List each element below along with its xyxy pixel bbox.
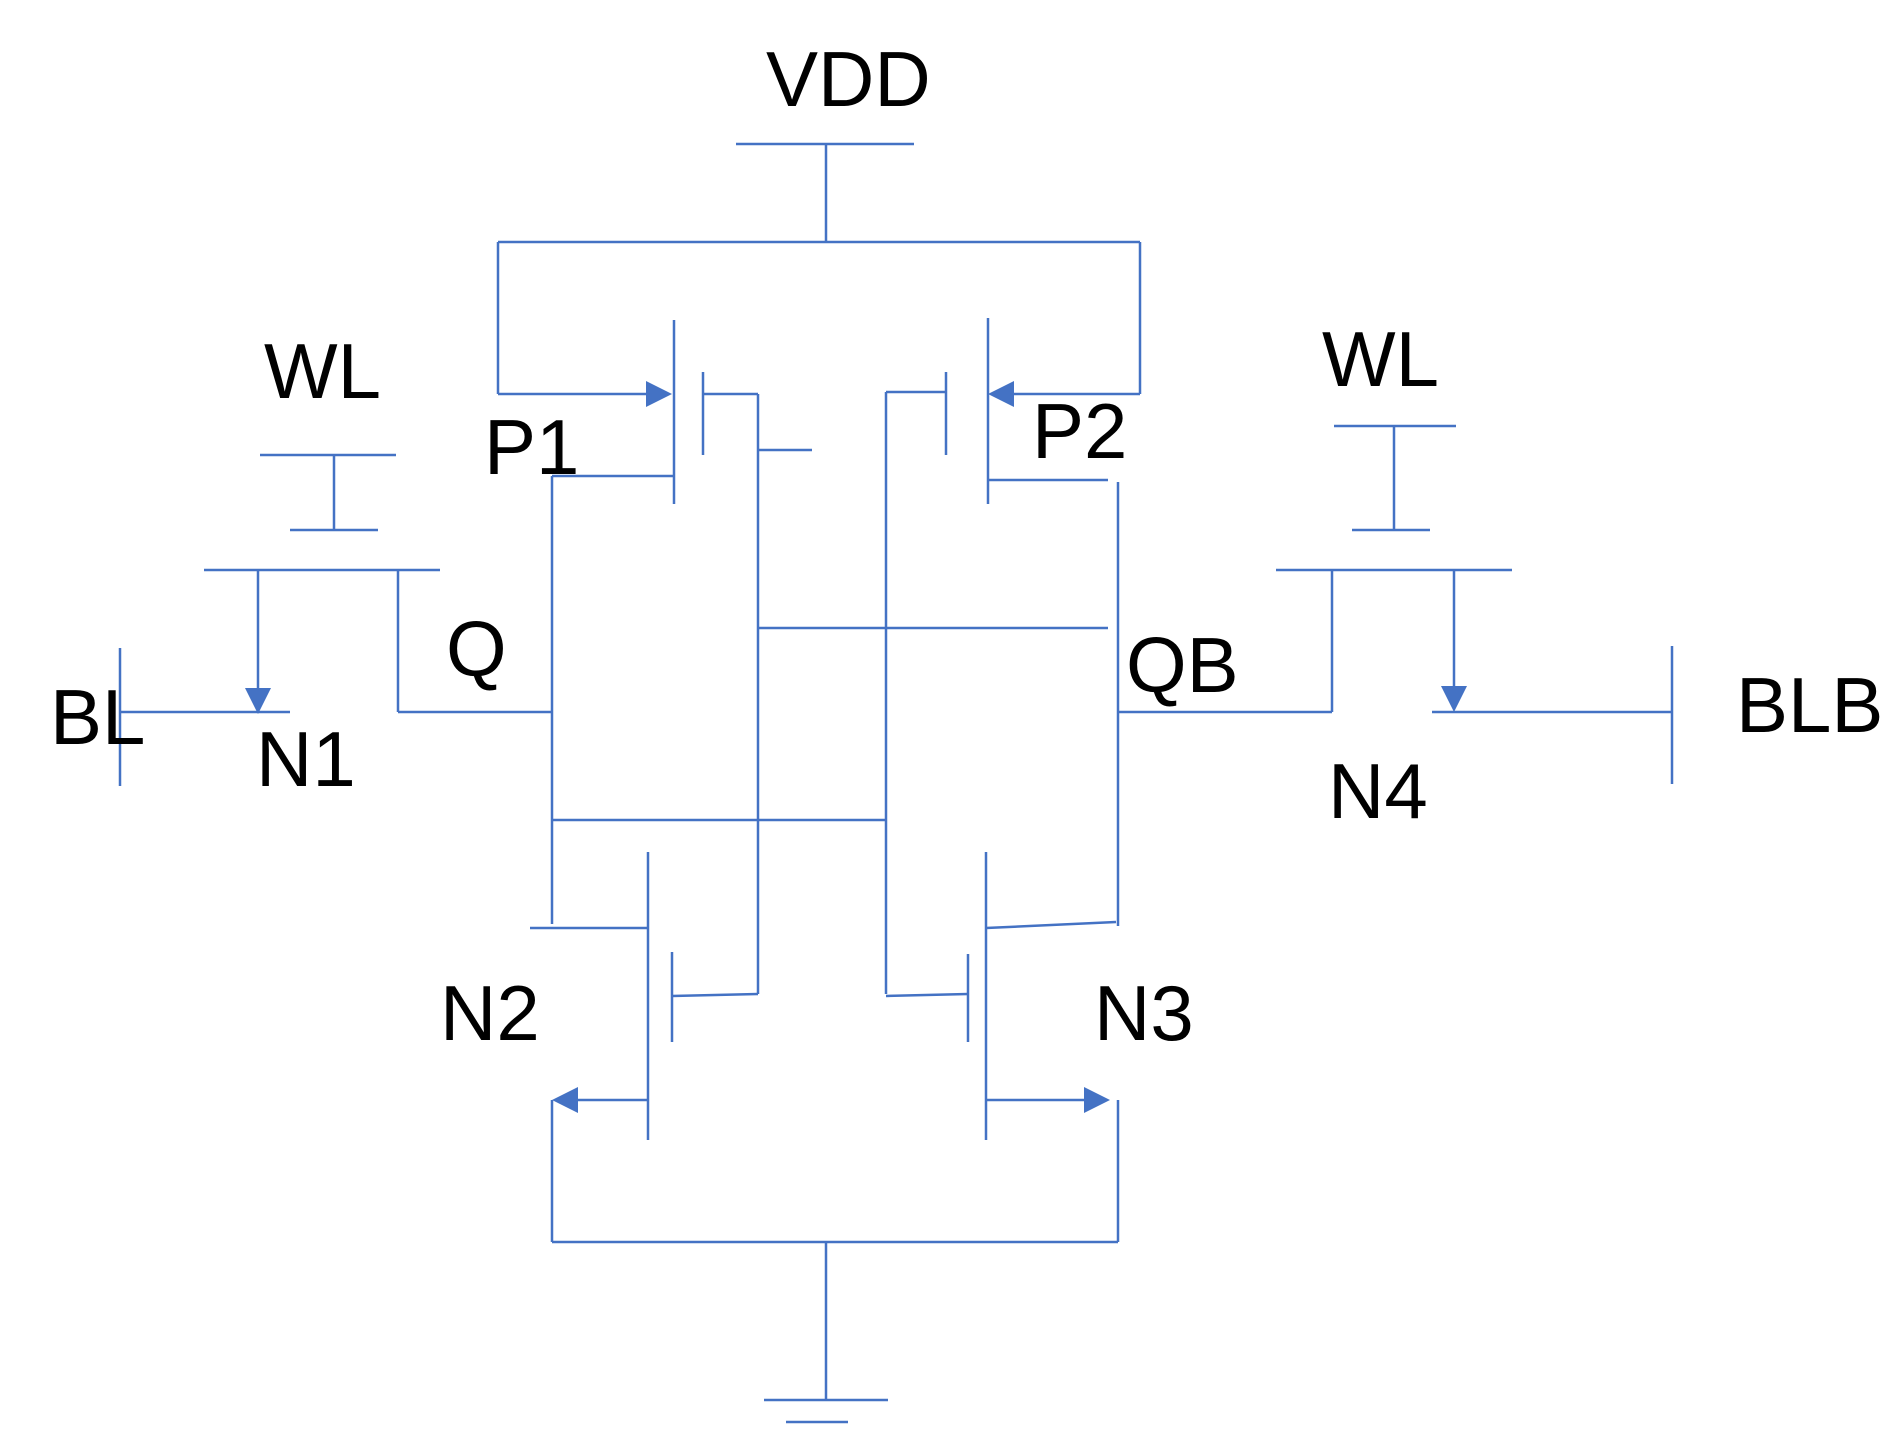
transistor-n2 <box>530 852 759 1140</box>
p2-source-arrow <box>988 381 1014 407</box>
transistor-p2 <box>884 318 1140 994</box>
cross-coupling <box>552 626 1108 822</box>
label-bl: BL <box>50 673 145 761</box>
label-qb: QB <box>1126 621 1239 709</box>
vdd-supply <box>496 142 1142 394</box>
label-n1: N1 <box>256 715 356 803</box>
label-n3: N3 <box>1094 969 1194 1057</box>
ground-symbol <box>550 1100 1120 1424</box>
n1-source-arrow <box>245 688 271 714</box>
n3-source-arrow <box>1084 1087 1110 1113</box>
transistor-p1 <box>498 320 812 994</box>
label-wl-left: WL <box>264 327 381 415</box>
label-q: Q <box>446 605 507 693</box>
n4-source-arrow <box>1441 686 1467 712</box>
label-n4: N4 <box>1328 747 1428 835</box>
transistor-n4 <box>1118 424 1674 784</box>
label-p2: P2 <box>1032 387 1127 475</box>
label-n2: N2 <box>440 969 540 1057</box>
transistor-n3 <box>885 852 1117 1140</box>
transistor-n1 <box>118 453 552 786</box>
n2-source-arrow <box>552 1087 578 1113</box>
label-vdd: VDD <box>766 35 931 123</box>
p1-source-arrow <box>646 381 672 407</box>
label-p1: P1 <box>484 403 579 491</box>
label-wl-right: WL <box>1322 315 1439 403</box>
label-blb: BLB <box>1736 661 1883 749</box>
